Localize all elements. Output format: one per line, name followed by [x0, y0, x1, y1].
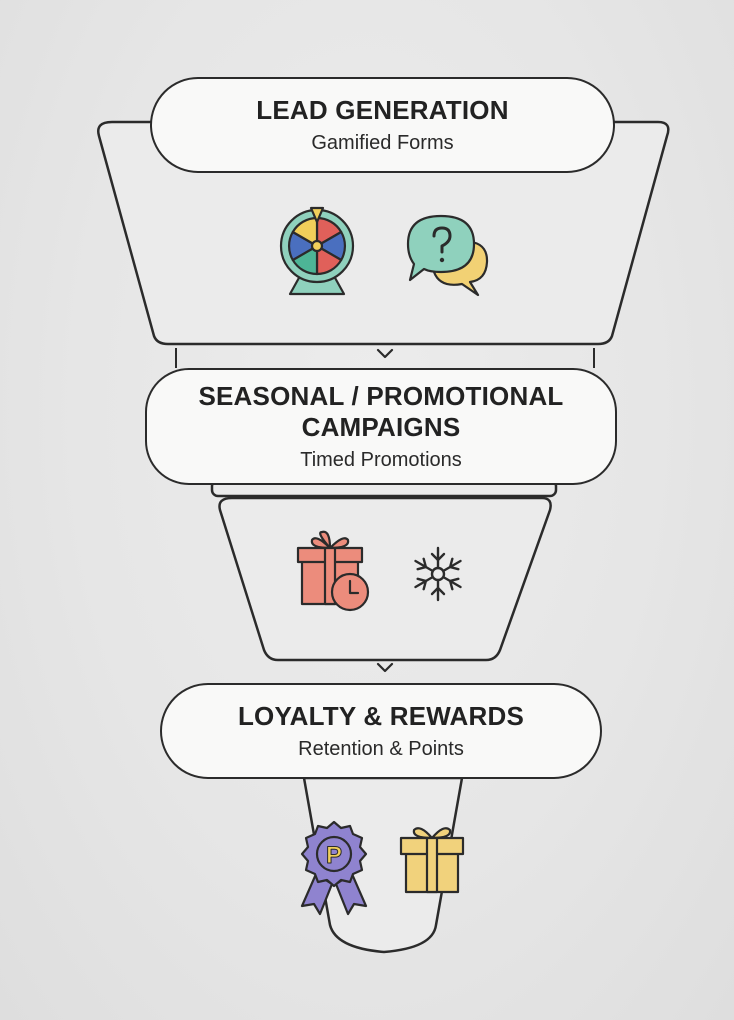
funnel-segment-2 — [218, 496, 552, 662]
stage-seasonal-campaigns: SEASONAL / PROMOTIONAL CAMPAIGNS Timed P… — [145, 368, 617, 485]
stage-title: SEASONAL / PROMOTIONAL CAMPAIGNS — [198, 380, 564, 442]
stage-subtitle: Timed Promotions — [300, 448, 462, 471]
stage-title: LOYALTY & REWARDS — [237, 700, 525, 731]
stage-lead-generation: LEAD GENERATION Gamified Forms — [150, 77, 615, 173]
gift-box-icon — [399, 827, 465, 894]
question-chat-bubbles-icon — [406, 214, 489, 297]
chevron-down-icon — [376, 348, 394, 359]
gift-box-clock-icon — [296, 530, 370, 612]
points-badge-ribbon-icon: P — [300, 820, 368, 916]
funnel-segment-3 — [302, 776, 464, 954]
stage-loyalty-rewards: LOYALTY & REWARDS Retention & Points — [160, 683, 602, 779]
badge-letter: P — [326, 842, 342, 869]
stage-subtitle: Gamified Forms — [311, 131, 454, 154]
stage-title: LEAD GENERATION — [256, 94, 509, 125]
prize-wheel-icon — [279, 206, 355, 296]
chevron-down-icon — [376, 662, 394, 673]
funnel-segment-1 — [97, 120, 670, 346]
stage-subtitle: Retention & Points — [298, 737, 464, 760]
snowflake-icon — [414, 546, 462, 602]
